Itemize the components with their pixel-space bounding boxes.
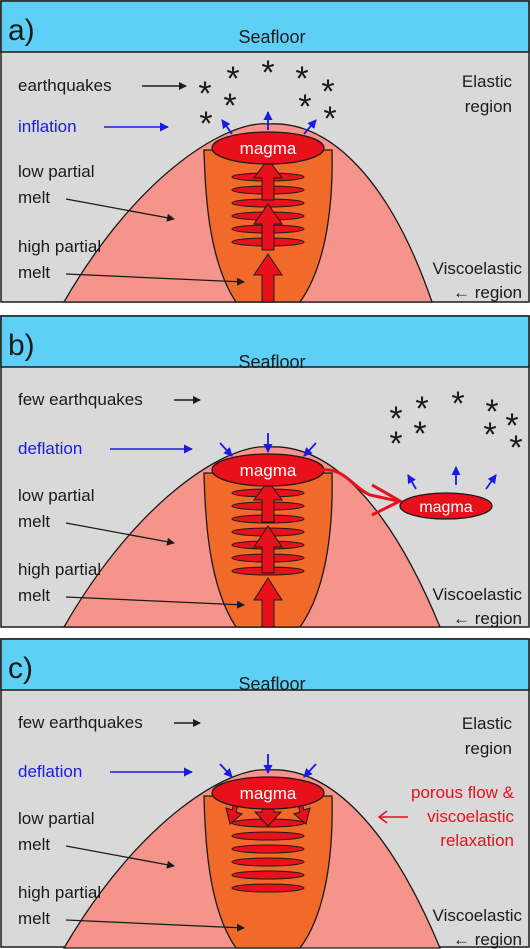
earthquakes-label: earthquakes <box>18 76 112 95</box>
high-melt-label-line2: melt <box>18 263 50 282</box>
earthquakes-label: few earthquakes <box>18 390 143 409</box>
side-magma-label: magma <box>419 499 472 516</box>
earthquake-star: * <box>298 88 311 126</box>
viscoelastic-label-line2: ← region <box>453 609 522 628</box>
earthquakes-label: few earthquakes <box>18 713 143 732</box>
flow-label-line2: viscoelastic <box>427 807 514 826</box>
panel-label: b) <box>8 329 35 362</box>
earthquake-star: * <box>199 105 212 143</box>
elastic-label-line2: region <box>465 739 512 758</box>
panel-c: c) Seafloor magma few earthquakes deflat… <box>1 639 529 949</box>
elastic-label-line1: Elastic <box>462 72 513 91</box>
panel-b: b) Seafloor magma magma <box>1 316 529 628</box>
high-melt-label-line1: high partial <box>18 883 101 902</box>
viscoelastic-label-line2: ← region <box>453 930 522 949</box>
magma-label: magma <box>240 139 297 158</box>
deformation-label: deflation <box>18 439 82 458</box>
elastic-label-line1: Elastic <box>462 714 513 733</box>
low-melt-label-line1: low partial <box>18 809 95 828</box>
earthquake-star: * <box>323 100 336 138</box>
viscoelastic-label-line1: Viscoelastic <box>433 259 523 278</box>
viscoelastic-label-line1: Viscoelastic <box>433 906 523 925</box>
deformation-label: inflation <box>18 117 77 136</box>
high-melt-label-line1: high partial <box>18 560 101 579</box>
low-melt-label-line2: melt <box>18 835 50 854</box>
high-melt-label-line2: melt <box>18 586 50 605</box>
panel-label: a) <box>8 14 35 47</box>
magma-label: magma <box>240 461 297 480</box>
earthquake-star: * <box>223 87 236 125</box>
seafloor-label: Seafloor <box>238 674 305 694</box>
viscoelastic-label-line2: ← region <box>453 283 522 302</box>
earthquake-star: * <box>261 54 274 92</box>
flow-label-line1: porous flow & <box>411 783 515 802</box>
deformation-label: deflation <box>18 762 82 781</box>
high-melt-label-line2: melt <box>18 909 50 928</box>
seafloor-label: Seafloor <box>238 352 305 372</box>
seafloor-label: Seafloor <box>238 27 305 47</box>
flow-label-line3: relaxation <box>440 831 514 850</box>
high-melt-label-line1: high partial <box>18 237 101 256</box>
earthquake-star: * <box>509 429 522 467</box>
low-melt-label-line1: low partial <box>18 162 95 181</box>
earthquake-star: * <box>389 425 402 463</box>
earthquake-star: * <box>483 416 496 454</box>
elastic-label-line2: region <box>465 97 512 116</box>
earthquake-star: * <box>413 415 426 453</box>
magma-label: magma <box>240 784 297 803</box>
low-melt-label-line2: melt <box>18 512 50 531</box>
earthquake-star: * <box>451 385 464 423</box>
low-melt-label-line1: low partial <box>18 486 95 505</box>
low-melt-label-line2: melt <box>18 188 50 207</box>
panel-a: a) Seafloor magma * * * * <box>1 1 529 302</box>
panel-label: c) <box>8 652 33 685</box>
viscoelastic-label-line1: Viscoelastic <box>433 585 523 604</box>
